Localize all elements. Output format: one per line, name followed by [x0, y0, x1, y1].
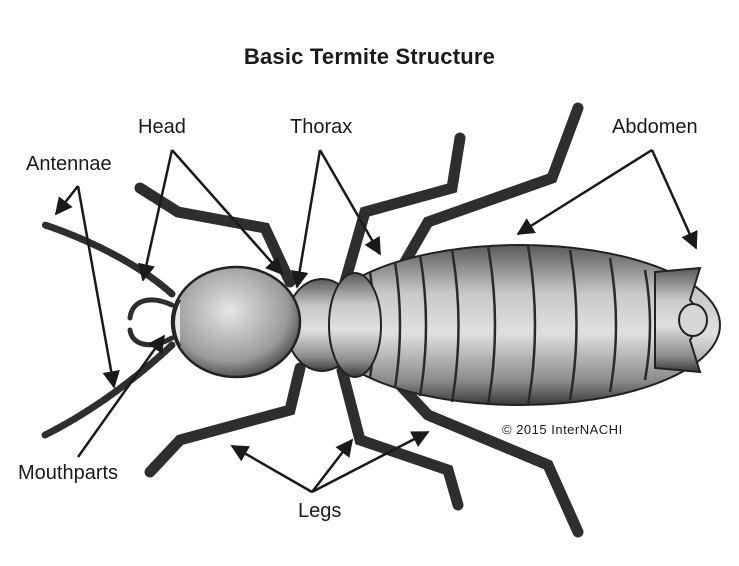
antenna-lower [41, 341, 176, 439]
antennae-group [41, 221, 176, 439]
arrow-thorax-2 [318, 149, 382, 256]
arrow-antennae-2 [76, 185, 120, 389]
arrow-head-1 [137, 149, 174, 282]
label-abdomen: Abdomen [612, 116, 698, 138]
label-legs: Legs [298, 500, 342, 522]
leg-hind-lower [394, 379, 584, 538]
diagram-title: Basic Termite Structure [243, 44, 496, 69]
leg-front-upper [134, 182, 296, 288]
leg-hind-upper [399, 102, 584, 268]
arrow-abdomen-2 [650, 149, 698, 250]
arrow-legs-3 [311, 430, 430, 494]
label-antennae: Antennae [26, 153, 112, 175]
mandibles [127, 297, 175, 348]
arrow-abdomen-1 [516, 148, 653, 236]
copyright-notice: © 2015 InterNACHI [502, 422, 623, 437]
leg-middle-lower [336, 364, 464, 511]
arrow-thorax-1 [290, 149, 322, 289]
abdomen-body [319, 244, 721, 406]
leg-front-lower [144, 362, 306, 478]
label-mouthparts: Mouthparts [18, 462, 119, 484]
label-thorax: Thorax [290, 116, 353, 138]
legs-group [134, 102, 584, 538]
arrow-legs-2 [311, 438, 354, 493]
arrow-mouthparts [76, 334, 166, 458]
leg-middle-upper [339, 132, 466, 288]
arrow-head-2 [171, 149, 284, 276]
label-head: Head [138, 116, 186, 138]
antenna-upper [41, 221, 176, 298]
arrow-antennae-1 [54, 185, 79, 216]
pointer-arrows [54, 148, 698, 494]
head-body [170, 265, 302, 379]
arrow-legs-1 [230, 444, 313, 494]
